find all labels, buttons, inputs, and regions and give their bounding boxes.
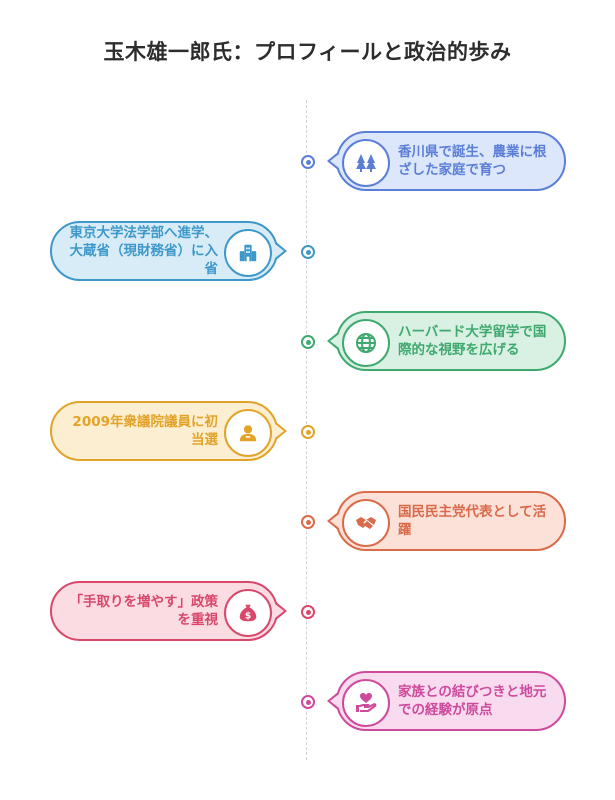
money-bag-icon: $ — [224, 589, 272, 637]
page-title: 玉木雄一郎氏：プロフィールと政治的歩み — [103, 40, 512, 64]
timeline-event: 国民民主党代表として活躍 — [327, 491, 566, 551]
bubble-pointer — [327, 512, 339, 530]
timeline-marker — [301, 245, 315, 259]
timeline-event: 東京大学法学部へ進学、大蔵省（現財務省）に入省 — [50, 221, 287, 281]
timeline-marker — [301, 425, 315, 439]
bubble-pointer — [327, 332, 339, 350]
bubble-pointer — [275, 422, 287, 440]
bubble-pointer — [275, 242, 287, 260]
person-icon — [224, 409, 272, 457]
building-icon — [224, 229, 272, 277]
bubble-pointer — [327, 692, 339, 710]
event-text: ハーバード大学留学で国際的な視野を広げる — [398, 324, 547, 358]
bubble-pointer — [327, 152, 339, 170]
svg-text:$: $ — [245, 611, 251, 622]
bubble-pointer — [275, 602, 287, 620]
event-text: 香川県で誕生、農業に根ざした家庭で育つ — [398, 144, 547, 178]
event-text: 東京大学法学部へ進学、大蔵省（現財務省）に入省 — [69, 225, 219, 277]
timeline-marker — [301, 695, 315, 709]
timeline-marker — [301, 155, 315, 169]
timeline-event: 2009年衆議院議員に初当選 — [50, 401, 287, 461]
globe-icon — [342, 319, 390, 367]
handshake-icon — [342, 499, 390, 547]
event-text: 2009年衆議院議員に初当選 — [72, 414, 218, 448]
trees-icon — [342, 139, 390, 187]
timeline-event: 家族との結びつきと地元での経験が原点 — [327, 671, 566, 731]
timeline-marker — [301, 605, 315, 619]
event-text: 「手取りを増やす」政策を重視 — [69, 594, 219, 628]
event-text: 家族との結びつきと地元での経験が原点 — [398, 684, 547, 718]
timeline-event: 香川県で誕生、農業に根ざした家庭で育つ — [327, 131, 566, 191]
timeline-event: ハーバード大学留学で国際的な視野を広げる — [327, 311, 566, 371]
timeline-event: $ 「手取りを増やす」政策を重視 — [50, 581, 287, 641]
heart-hand-icon — [342, 679, 390, 727]
event-text: 国民民主党代表として活躍 — [398, 504, 547, 538]
timeline-marker — [301, 335, 315, 349]
timeline-marker — [301, 515, 315, 529]
